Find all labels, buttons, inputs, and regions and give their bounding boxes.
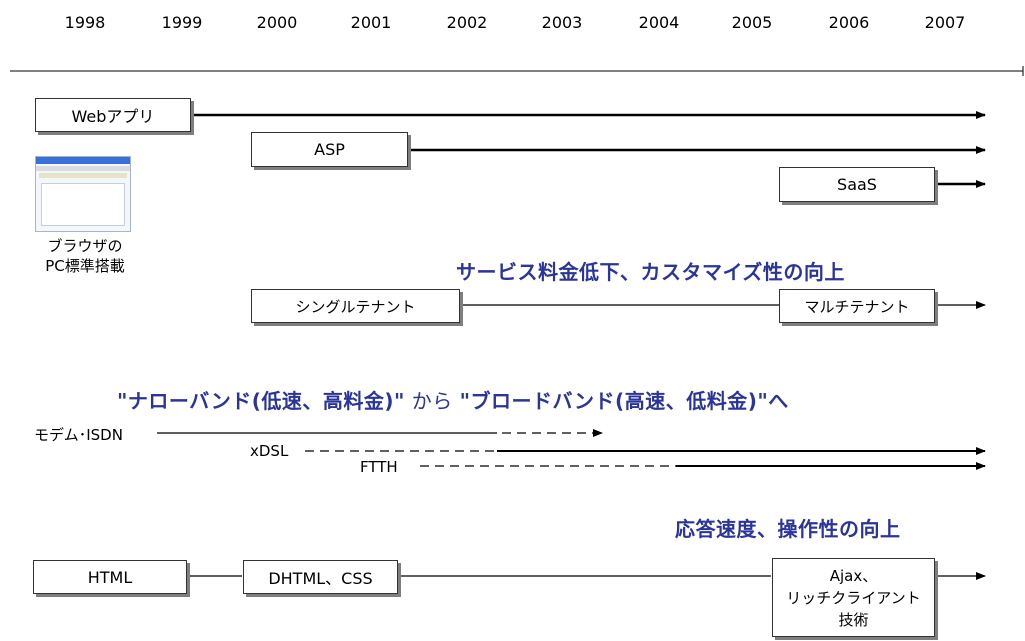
year-label: 2001 bbox=[350, 13, 392, 32]
ajax-box-line: リッチクライアント bbox=[786, 588, 921, 607]
response-heading: 応答速度、操作性の向上 bbox=[675, 517, 901, 541]
multi-tenant-box: マルチテナント bbox=[779, 289, 935, 323]
ajax-box-line: 技術 bbox=[838, 610, 869, 629]
year-label: 1998 bbox=[64, 13, 106, 32]
broadband-text: "ブロードバンド(高速、低料金)"へ bbox=[459, 389, 789, 413]
browser-caption-line: ブラウザの bbox=[47, 237, 123, 255]
browser-caption: ブラウザの PC標準搭載 bbox=[30, 236, 140, 276]
year-label: 2000 bbox=[256, 13, 298, 32]
year-label: 2002 bbox=[446, 13, 488, 32]
bandwidth-heading: "ナローバンド(低速、高料金)" から "ブロードバンド(高速、低料金)"へ bbox=[117, 385, 789, 414]
browser-screenshot-icon bbox=[35, 156, 131, 232]
ftth-label: FTTH bbox=[360, 458, 398, 476]
saas-box: SaaS bbox=[779, 167, 935, 202]
asp-box: ASP bbox=[251, 132, 408, 167]
year-label: 2003 bbox=[541, 13, 583, 32]
html-box: HTML bbox=[33, 560, 187, 594]
narrowband-text: "ナローバンド(低速、高料金)" bbox=[117, 389, 405, 413]
ajax-box: Ajax、 リッチクライアント 技術 bbox=[772, 558, 935, 637]
webapp-box: Webアプリ bbox=[35, 98, 191, 132]
dhtml-css-box: DHTML、CSS bbox=[243, 560, 398, 594]
modem-isdn-label: モデム･ISDN bbox=[34, 426, 123, 444]
year-label: 2007 bbox=[924, 13, 966, 32]
ajax-box-line: Ajax、 bbox=[829, 566, 878, 585]
year-label: 2004 bbox=[638, 13, 680, 32]
xdsl-label: xDSL bbox=[250, 442, 289, 460]
single-tenant-box: シングルテナント bbox=[251, 289, 460, 323]
year-label: 1999 bbox=[161, 13, 203, 32]
service-heading: サービス料金低下、カスタマイズ性の向上 bbox=[456, 260, 845, 284]
year-label: 2006 bbox=[828, 13, 870, 32]
from-text: から bbox=[404, 389, 460, 413]
browser-caption-line: PC標準搭載 bbox=[45, 257, 125, 275]
year-label: 2005 bbox=[731, 13, 773, 32]
